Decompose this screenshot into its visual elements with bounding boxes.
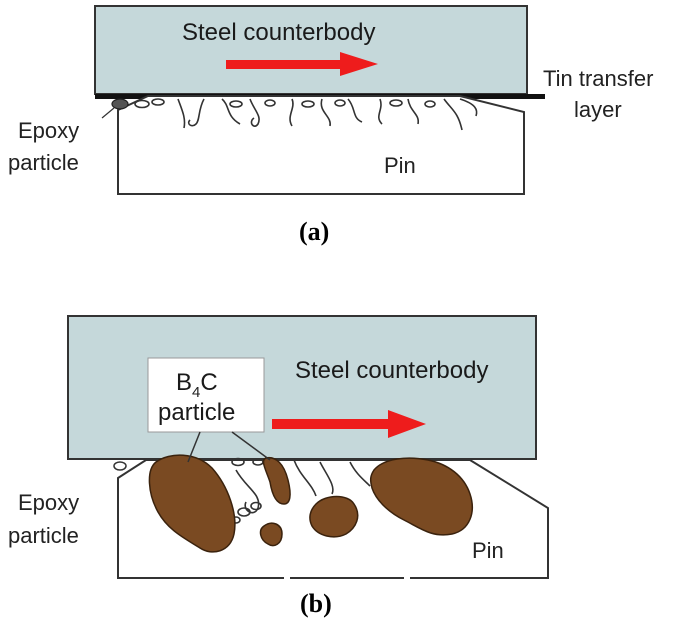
sliding-arrow-b (272, 410, 426, 438)
b4c-label-sub: 4 (192, 384, 200, 401)
b4c-label-main: B (176, 369, 192, 396)
b4c-particle-small-round (259, 522, 283, 547)
b4c-label-box (147, 357, 265, 433)
b4c-particle-large-left (148, 454, 236, 553)
steel-counterbody-b (67, 315, 537, 460)
epoxy-leader-a (101, 107, 115, 119)
epoxy-particle-b (113, 461, 127, 471)
steel-counterbody-a (94, 5, 528, 95)
b4c-label-line2: particle (158, 399, 235, 426)
transfer-layer-label-line1: Tin transfer (543, 66, 653, 91)
pin-body-a (117, 95, 525, 195)
counterbody-label-a: Steel counterbody (182, 19, 375, 46)
pin-label-a: Pin (384, 153, 416, 178)
pin-label-b: Pin (472, 538, 504, 563)
b4c-label-line1: B4C (176, 369, 218, 401)
caption-b: (b) (300, 589, 332, 618)
sliding-arrow-a (226, 52, 378, 76)
caption-a: (a) (299, 217, 329, 246)
b4c-leader-left (187, 431, 201, 463)
b4c-particle-middle (309, 495, 359, 538)
epoxy-particle-a (111, 98, 129, 110)
b4c-particle-large-right (369, 457, 473, 536)
b4c-particle-sliver (262, 456, 291, 505)
counterbody-label-b: Steel counterbody (295, 357, 488, 384)
epoxy-label-a-line2: particle (8, 150, 79, 175)
panel-b: Steel counterbody (8, 315, 549, 618)
epoxy-label-b-line1: Epoxy (18, 490, 79, 515)
b4c-label-tail: C (200, 369, 217, 396)
transfer-layer-label-line2: layer (574, 97, 622, 122)
interface-debris-a (134, 98, 478, 131)
epoxy-label-a-line1: Epoxy (18, 118, 79, 143)
epoxy-label-b-line2: particle (8, 523, 79, 548)
interface-debris-b (231, 457, 371, 524)
panel-a: Steel counterbody (8, 5, 653, 246)
b4c-particles (148, 454, 473, 553)
b4c-leader-right (231, 431, 271, 461)
